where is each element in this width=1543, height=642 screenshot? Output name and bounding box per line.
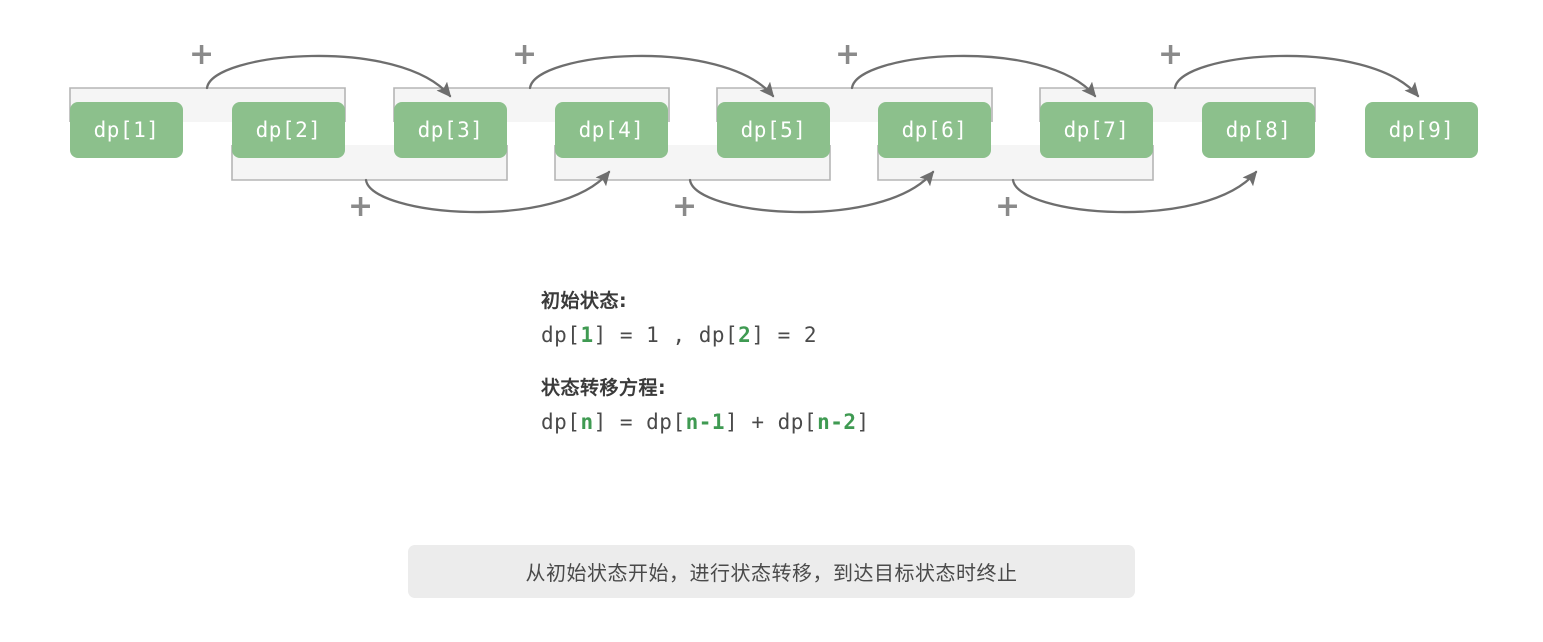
bottom-bracket-group — [231, 145, 1154, 181]
plus-icon-top-1: + — [189, 37, 215, 72]
plus-icon-bottom-1: + — [348, 189, 374, 224]
top-arrow-3 — [850, 54, 1097, 98]
dp-cell-2[interactable]: dp[2] — [232, 102, 345, 158]
transition-equation-formula: dp[n] = dp[n-1] + dp[n-2] — [541, 410, 870, 434]
plus-icon-top-3: + — [835, 37, 861, 72]
top-arrow-group — [205, 54, 1420, 98]
dp-cell-4[interactable]: dp[4] — [555, 102, 668, 158]
dp-cell-7[interactable]: dp[7] — [1040, 102, 1153, 158]
dp-cell-9[interactable]: dp[9] — [1365, 102, 1478, 158]
plus-icon-top-2: + — [512, 37, 538, 72]
bottom-arrow-2 — [688, 170, 935, 214]
dp-cell-3[interactable]: dp[3] — [394, 102, 507, 158]
caption-text: 从初始状态开始，进行状态转移，到达目标状态时终止 — [525, 561, 1018, 585]
initial-state-heading: 初始状态: — [541, 290, 628, 312]
dp-cell-1[interactable]: dp[1] — [70, 102, 183, 158]
top-arrow-1 — [205, 54, 452, 98]
bottom-arrow-group — [364, 170, 1258, 214]
dp-cell-5[interactable]: dp[5] — [717, 102, 830, 158]
dp-cell-6[interactable]: dp[6] — [878, 102, 991, 158]
top-arrow-2 — [528, 54, 775, 98]
caption-box: 从初始状态开始，进行状态转移，到达目标状态时终止 — [408, 545, 1135, 598]
plus-icon-top-4: + — [1158, 37, 1184, 72]
dp-cell-8[interactable]: dp[8] — [1202, 102, 1315, 158]
bottom-arrow-1 — [364, 170, 611, 214]
bottom-arrow-3 — [1011, 170, 1258, 214]
plus-icon-bottom-2: + — [672, 189, 698, 224]
plus-icon-bottom-3: + — [995, 189, 1021, 224]
initial-state-formula: dp[1] = 1 , dp[2] = 2 — [541, 323, 818, 347]
top-arrow-4 — [1173, 54, 1420, 98]
explanation-panel: 初始状态: dp[1] = 1 , dp[2] = 2 状态转移方程: dp[n… — [541, 286, 1241, 434]
transition-equation-heading: 状态转移方程: — [541, 377, 667, 399]
